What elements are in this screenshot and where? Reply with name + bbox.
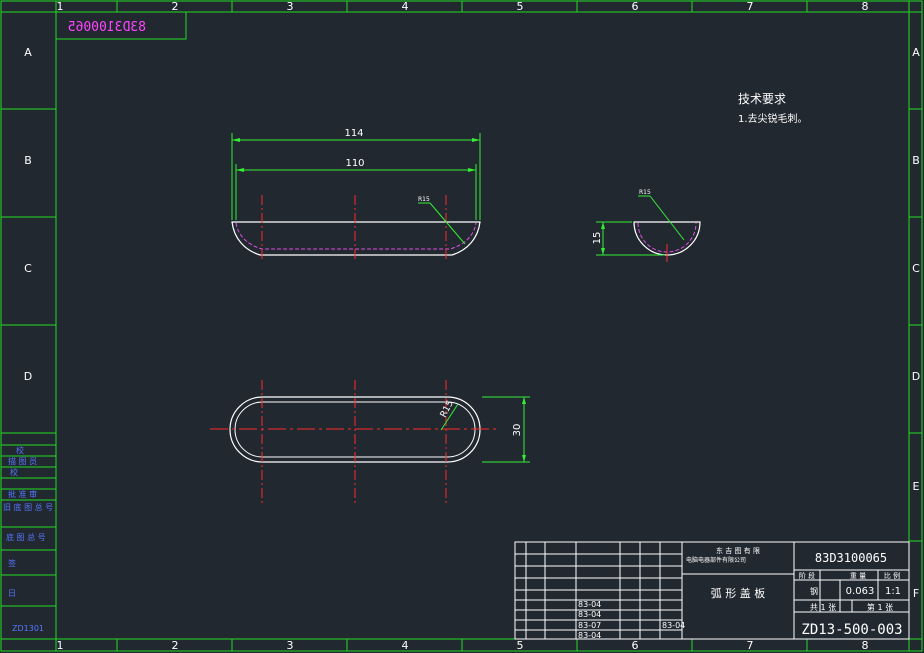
- left-panel-label: 描 图 员: [8, 456, 37, 466]
- title-block-date: 83-04: [578, 600, 601, 609]
- front-view: 114 110 R15: [231, 128, 481, 262]
- column-label-bottom: 6: [632, 639, 639, 652]
- row-label-right: C: [912, 262, 920, 275]
- row-label-right: A: [912, 46, 920, 59]
- row-label-left: C: [24, 262, 32, 275]
- left-panel-stamp: ZD1301: [12, 624, 44, 633]
- dimension-overall-length: 114: [344, 128, 363, 139]
- title-block-part-name: 弧 形 盖 板: [711, 586, 766, 600]
- column-label-bottom: 3: [287, 639, 294, 652]
- title-block-date: 83-04: [578, 631, 601, 640]
- column-label-top: 3: [287, 0, 294, 13]
- title-block-weight-header: 重 量: [850, 572, 866, 580]
- column-label-top: 1: [57, 0, 64, 13]
- title-block-stage-header: 阶 段: [799, 571, 815, 580]
- column-label-top: 2: [172, 0, 179, 13]
- left-panel-label: 旧 底 图 总 号: [3, 502, 53, 512]
- row-label-left: D: [24, 370, 32, 383]
- title-block-code: ZD13-500-003: [801, 622, 902, 638]
- title-block-sheet-no: 第 1 张: [867, 602, 893, 612]
- row-label-right: D: [912, 370, 920, 383]
- column-label-bottom: 1: [57, 639, 64, 652]
- side-view: 15 R15: [592, 189, 701, 262]
- column-label-top: 4: [402, 0, 409, 13]
- left-panel-label: 批 准 审: [8, 489, 37, 499]
- dimension-height: 15: [592, 232, 603, 245]
- column-label-top: 8: [862, 0, 869, 13]
- column-label-bottom: 7: [747, 639, 754, 652]
- column-label-bottom: 8: [862, 639, 869, 652]
- title-block-material: 钢: [810, 586, 818, 596]
- row-label-right: B: [912, 154, 920, 167]
- column-label-bottom: 5: [517, 639, 524, 652]
- title-block-drawing-number: 83D3100065: [815, 551, 887, 565]
- title-block-scale: 1:1: [885, 586, 901, 597]
- dimension-radius-front: R15: [418, 196, 430, 203]
- column-label-bottom: 4: [402, 639, 409, 652]
- title-block-sheet-total: 共 1 张: [810, 603, 836, 612]
- title-block-company-line2: 电脑电器部件有限公司: [686, 556, 746, 564]
- title-block-company-line1: 东 吉 图 有 限: [716, 546, 760, 555]
- column-label-bottom: 2: [172, 639, 179, 652]
- frame-labels: 1 2 3 4 5 6 7 8 1 2 3 4 5 6 7 8 A B C D …: [24, 0, 920, 652]
- notes-title: 技术要求: [738, 92, 786, 106]
- left-panel-label: 底 图 总 号: [6, 532, 46, 542]
- left-panel-label: 签: [8, 558, 16, 568]
- dimension-inner-length: 110: [345, 158, 364, 169]
- title-block: 83D3100065 东 吉 图 有 限 电脑电器部件有限公司 弧 形 盖 板 …: [514, 541, 910, 640]
- left-panel: 校 描 图 员 校 批 准 审 旧 底 图 总 号 底 图 总 号 签 日 ZD…: [1, 444, 56, 633]
- row-label-left: B: [24, 154, 32, 167]
- left-panel-label: 校: [16, 445, 24, 455]
- column-label-top: 5: [517, 0, 524, 13]
- left-panel-label: 校: [10, 467, 18, 477]
- row-label-right: F: [913, 587, 919, 600]
- notes-item: 1.去尖锐毛刺。: [738, 112, 808, 125]
- column-label-top: 7: [747, 0, 754, 13]
- title-block-weight: 0.063: [846, 586, 875, 597]
- dimension-radius-side: R15: [639, 189, 651, 196]
- row-label-left: A: [24, 46, 32, 59]
- title-block-date: 83-07: [578, 621, 601, 630]
- top-view: R15 30: [210, 380, 530, 505]
- row-label-right: E: [913, 480, 920, 493]
- title-block-date: 83-04: [578, 610, 601, 619]
- dimension-width: 30: [512, 424, 523, 437]
- left-panel-label: 日: [8, 589, 16, 598]
- title-block-scale-header: 比 例: [884, 571, 900, 580]
- column-label-top: 6: [632, 0, 639, 13]
- mirrored-drawing-number: 83D3100065: [68, 20, 146, 35]
- title-block-date: 83-04: [662, 621, 685, 630]
